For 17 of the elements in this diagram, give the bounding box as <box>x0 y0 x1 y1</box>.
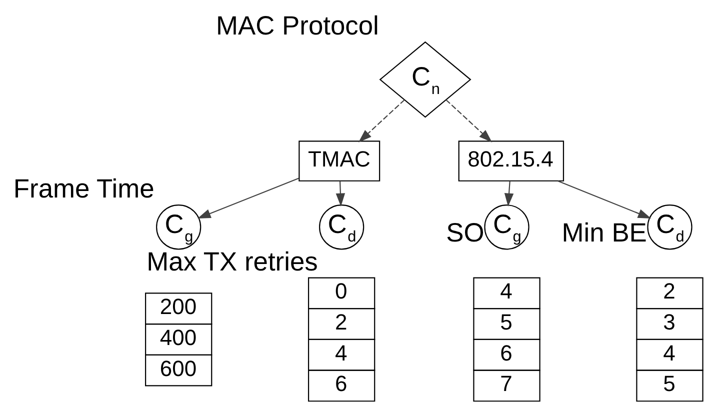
node-circle: C$_{d}$ <box>318 204 364 250</box>
arrow <box>445 98 492 142</box>
arrow <box>557 180 651 218</box>
node-circle: C$_{d}$ <box>646 204 692 250</box>
node-label: Min BE <box>561 217 646 248</box>
arrow <box>335 180 345 206</box>
node-label: Frame Time <box>12 173 154 204</box>
node-diamond: C$_{n}$ <box>378 40 471 118</box>
arrow <box>196 177 298 218</box>
node-circle: C$_{g}$ <box>484 204 529 250</box>
node-label: MAC Protocol <box>216 10 378 40</box>
node-box: 802.15.4 <box>458 140 564 181</box>
node-circle: C$_{g}$ <box>156 204 201 250</box>
node-label: SO <box>446 217 484 248</box>
arrow <box>358 98 404 142</box>
arrow <box>504 180 514 206</box>
node-box: TMAC <box>298 140 380 181</box>
